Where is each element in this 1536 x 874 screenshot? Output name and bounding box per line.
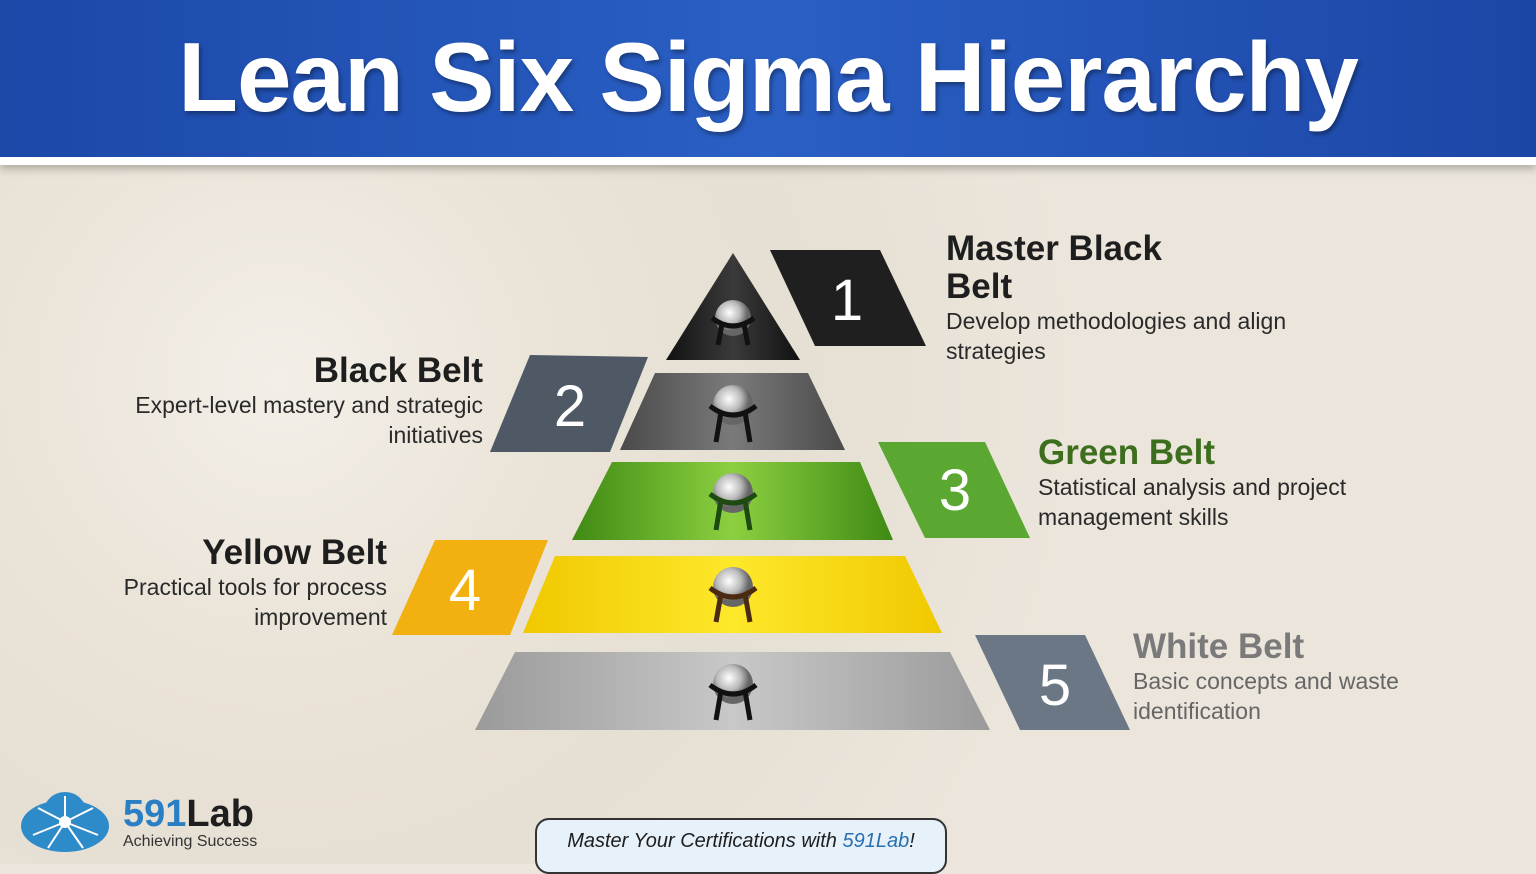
- level-description: Expert-level mastery and strategic initi…: [135, 392, 483, 448]
- level-description: Develop methodologies and align strategi…: [946, 308, 1287, 364]
- brand-name: 591Lab: [123, 792, 254, 835]
- number-badge-5: [975, 635, 1130, 730]
- level-2-label: Black Belt Expert-level mastery and stra…: [80, 352, 483, 450]
- header: Lean Six Sigma Hierarchy: [0, 0, 1536, 165]
- belt-icon: [710, 300, 756, 346]
- level-title: Green Belt: [1038, 433, 1215, 472]
- number-badge-4: [392, 540, 548, 635]
- level-3-label: Green Belt Statistical analysis and proj…: [1038, 434, 1398, 532]
- footer-banner: Master Your Certifications with 591Lab!: [535, 818, 947, 874]
- cloud-logo-icon: [21, 792, 109, 852]
- belt-icon: [708, 473, 758, 531]
- number-badge-2: [490, 355, 648, 452]
- level-description: Statistical analysis and project managem…: [1038, 474, 1347, 530]
- belt-icon: [708, 664, 758, 721]
- badge-number: 2: [554, 374, 586, 439]
- badge-number: 3: [939, 458, 971, 523]
- level-title: White Belt: [1133, 627, 1305, 666]
- badge-number: 4: [449, 558, 481, 623]
- number-badge-1: [770, 250, 926, 346]
- badge-number: 5: [1039, 653, 1071, 718]
- level-description: Basic concepts and waste identification: [1133, 668, 1399, 724]
- level-5-label: White Belt Basic concepts and waste iden…: [1133, 628, 1453, 726]
- level-title: Black Belt: [313, 351, 483, 390]
- belt-icon: [708, 385, 758, 443]
- page-title: Lean Six Sigma Hierarchy: [178, 22, 1359, 132]
- level-4-label: Yellow Belt Practical tools for process …: [80, 534, 387, 632]
- brand-tagline: Achieving Success: [123, 832, 258, 850]
- belt-icon: [708, 567, 758, 623]
- brand-logo: 591Lab Achieving Success: [18, 790, 257, 855]
- level-description: Practical tools for process improvement: [123, 574, 387, 630]
- level-title: Yellow Belt: [202, 533, 387, 572]
- number-badge-3: [878, 442, 1030, 538]
- badge-number: 1: [831, 268, 863, 333]
